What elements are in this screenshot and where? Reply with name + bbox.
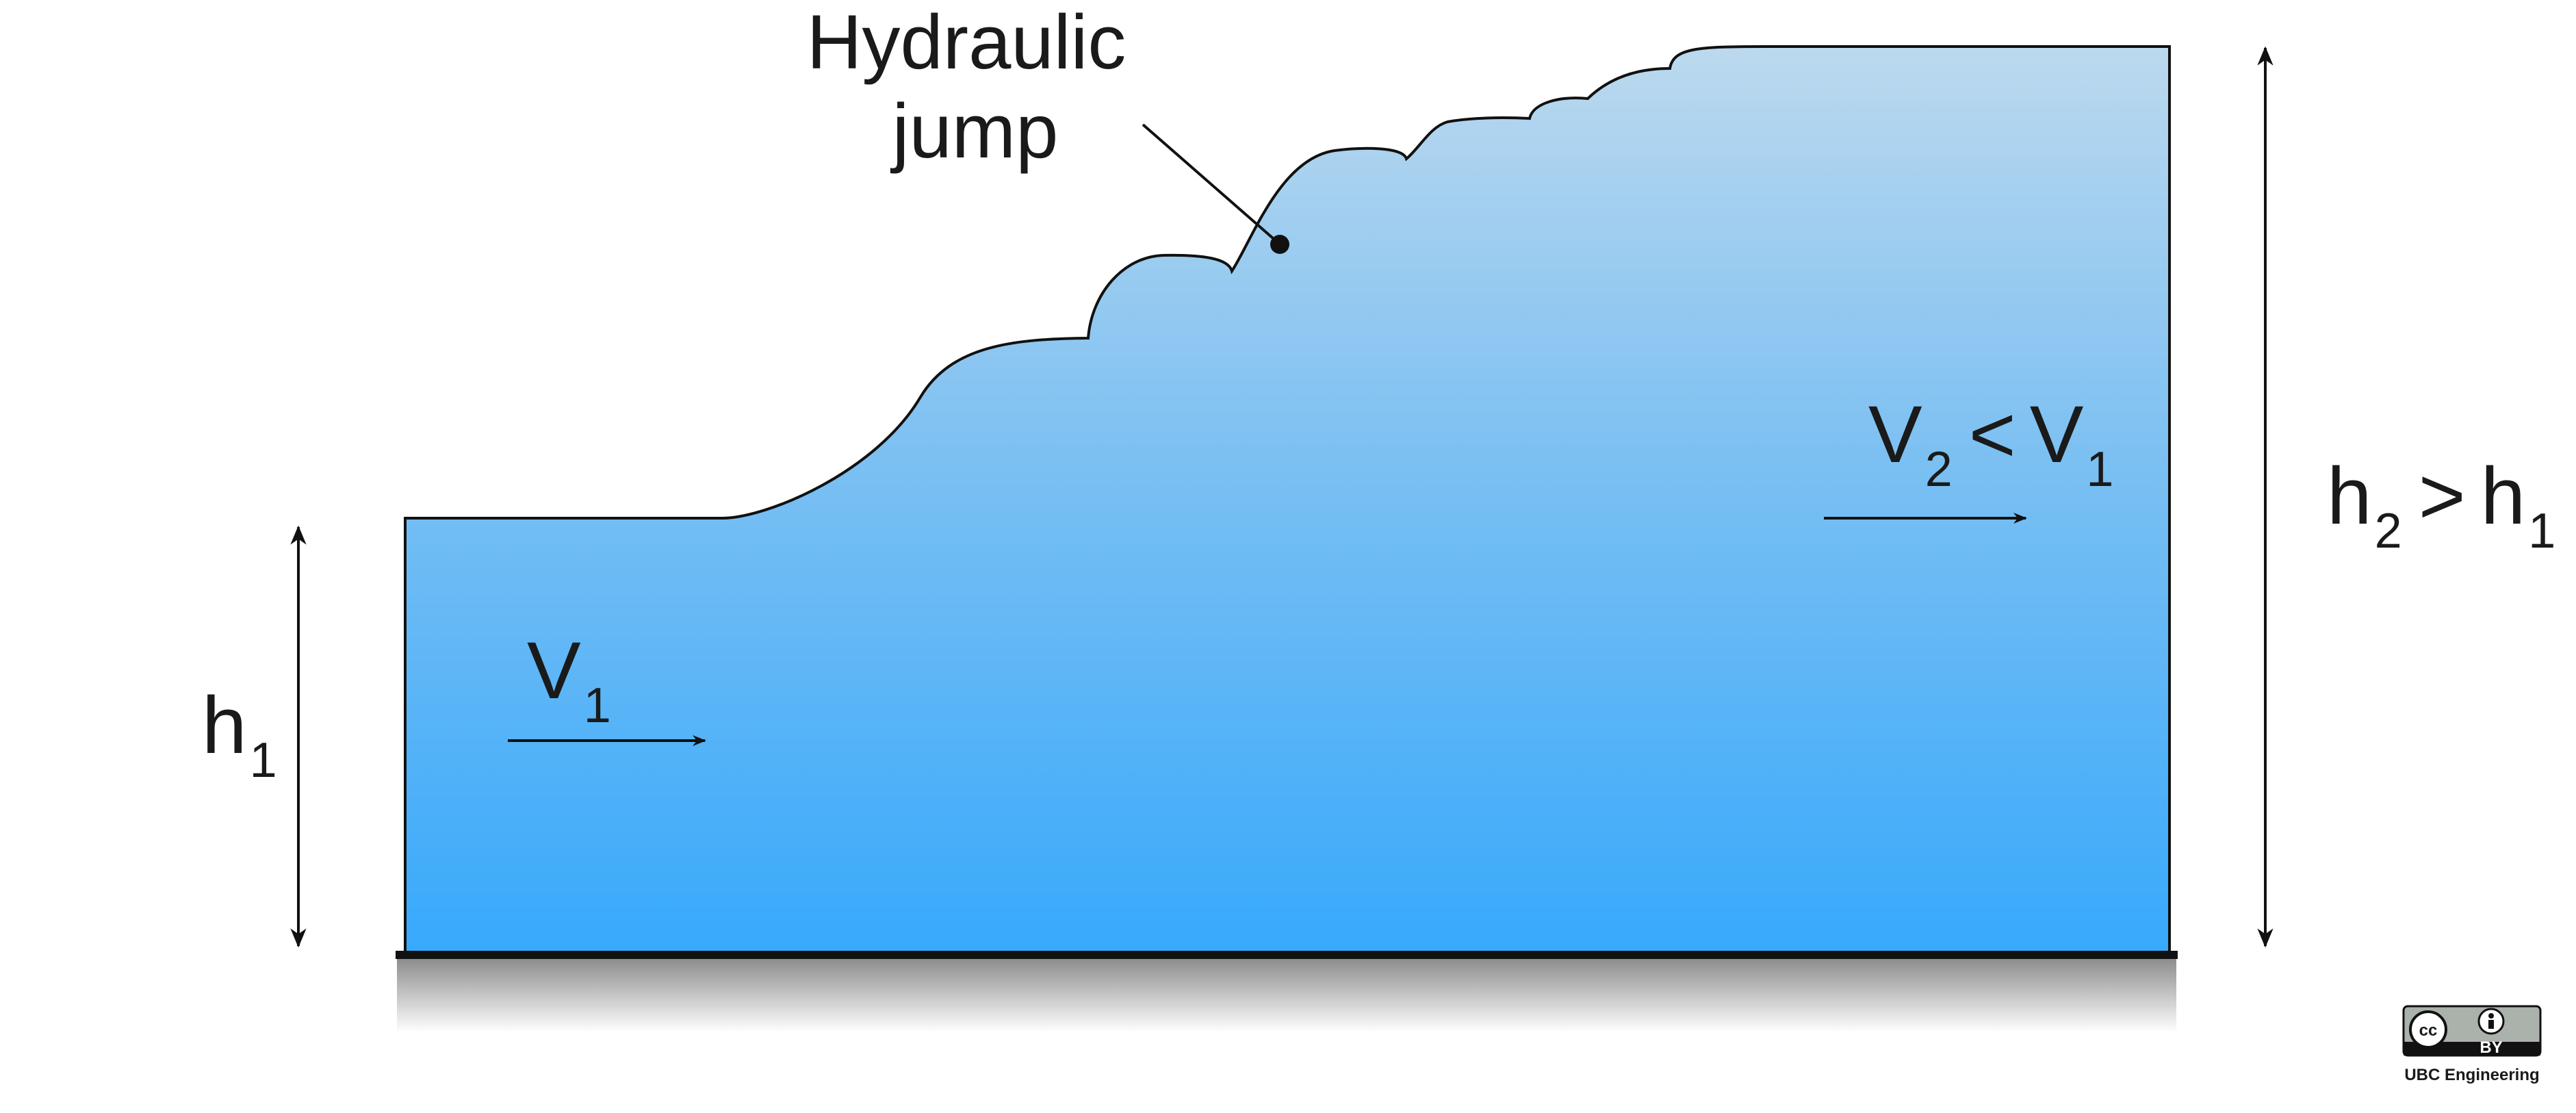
svg-text:cc: cc [2419,1021,2438,1040]
water-body [404,45,2171,955]
cc-icon [2409,1010,2447,1049]
svg-text:BY: BY [2480,1038,2502,1057]
jump-annotation-line1: Hydraulic [807,0,1126,85]
downstream-velocity-label: V2<V1 [1868,389,2113,497]
channel-floor-shadow [397,957,2176,1032]
cc-by-license-badge: cc BY UBC Engineering [2402,1005,2542,1084]
license-credit: UBC Engineering [2404,1066,2539,1084]
downstream-depth-label: h2>h1 [2327,451,2555,559]
jump-leader-line [1142,123,1280,244]
jump-leader-dot [1270,235,1289,254]
jump-annotation-line2: jump [890,88,1059,174]
upstream-depth-label: h1 [202,680,277,788]
upstream-velocity-label: V1 [527,626,611,733]
